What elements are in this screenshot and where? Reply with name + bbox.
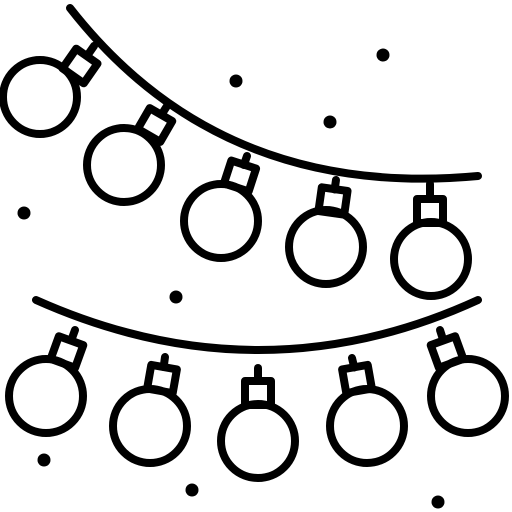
- sparkle-dot: [431, 495, 445, 509]
- bulb-globe: [285, 206, 367, 288]
- upper-garland-wire: [66, 4, 482, 183]
- upper-garland-bulb: [0, 42, 102, 138]
- lower-garland-wire: [32, 296, 482, 354]
- bulb-globe: [83, 124, 165, 206]
- bulb-globe: [427, 355, 509, 437]
- bulb-globe: [390, 218, 472, 300]
- upper-garland-bulb: [83, 102, 177, 206]
- sparkle-dot: [323, 115, 337, 129]
- lower-garland-bulb: [109, 353, 191, 467]
- upper-garland-bulb: [180, 152, 262, 262]
- sparkle-dots: [17, 48, 445, 509]
- lower-garland: [5, 296, 509, 482]
- sparkle-dot: [169, 290, 183, 304]
- sparkle-dot: [185, 483, 199, 497]
- bulb-globe: [109, 385, 191, 467]
- upper-garland-bulb: [390, 180, 472, 300]
- upper-garland-bulb: [285, 176, 367, 288]
- sparkle-dot: [37, 453, 51, 467]
- sparkle-dot: [17, 206, 31, 220]
- lower-garland-bulb: [326, 354, 408, 467]
- sparkle-dot: [229, 74, 243, 88]
- lower-garland-bulb: [5, 326, 88, 437]
- lower-garland-bulb: [217, 364, 299, 482]
- bulb-globe: [326, 385, 408, 467]
- bulb-globe: [5, 355, 87, 437]
- bulb-globe: [217, 400, 299, 482]
- upper-garland: [0, 4, 482, 300]
- sparkle-dot: [376, 48, 390, 62]
- bulb-globe: [0, 56, 81, 138]
- bulb-globe: [180, 180, 262, 262]
- lower-garland-bulb: [426, 326, 509, 437]
